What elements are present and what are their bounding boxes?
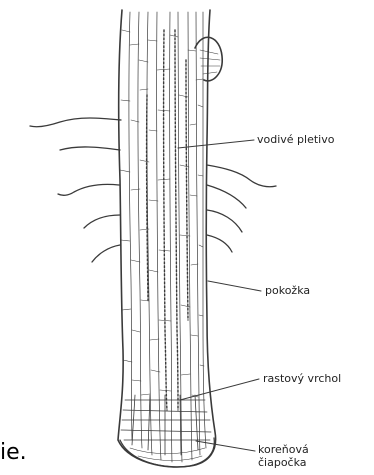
cell-cross-walls [120,30,204,397]
root-hairs-right [207,165,276,252]
label-korenova-line1: koreňová [258,443,309,456]
label-pokozka: pokožka [265,284,310,297]
leader-korenova-ciapocka [196,441,255,451]
label-korenova-line2: čiapočka [258,456,307,469]
leader-rastovy-vrchol [180,379,259,400]
vascular-bundle [147,30,188,410]
cell-strands [129,12,206,462]
leader-vodive-pletivo [178,140,254,148]
leader-pokozka [208,281,261,291]
root-hairs-left [30,118,121,262]
root-cap-texture [130,448,205,461]
label-rastovy-vrchol: rastový vrchol [263,372,341,385]
label-vodive-pletivo: vodivé pletivo [257,133,334,146]
cropped-text-fragment: ie. [0,440,27,466]
